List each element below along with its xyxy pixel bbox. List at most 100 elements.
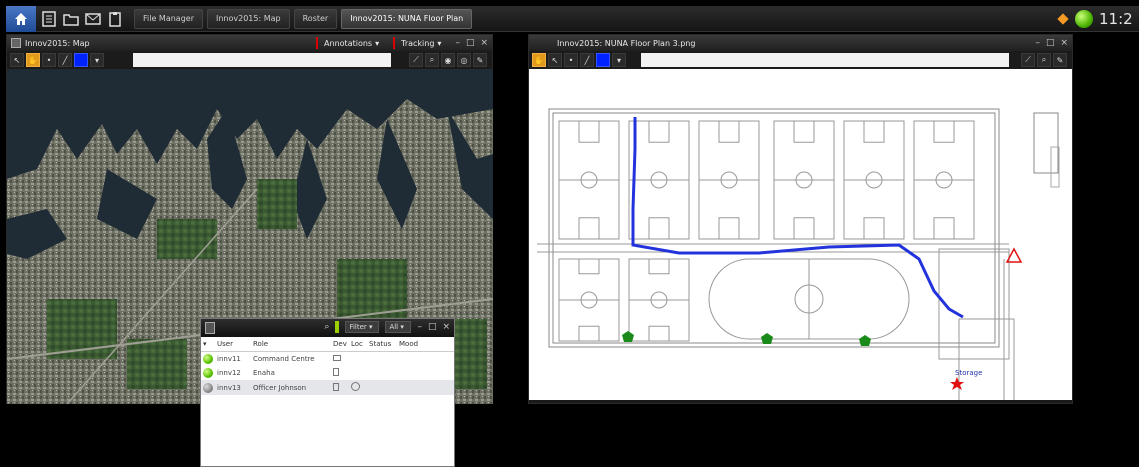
map-window-titlebar[interactable]: Innov2015: Map Annotations▾ Tracking▾ – … bbox=[7, 35, 492, 51]
pointer-icon: ↖ bbox=[13, 55, 21, 65]
measure-tool[interactable]: ⟋ bbox=[1021, 53, 1035, 67]
tab-file-manager[interactable]: File Manager bbox=[134, 8, 203, 29]
col-user[interactable]: User bbox=[215, 337, 251, 352]
folder-button[interactable] bbox=[62, 10, 80, 28]
device-icon bbox=[333, 382, 339, 391]
close-button[interactable]: × bbox=[480, 38, 488, 48]
color-picker-button[interactable]: ▾ bbox=[90, 53, 104, 67]
search-icon[interactable]: ⌕ bbox=[324, 322, 330, 332]
device-icon bbox=[333, 368, 339, 376]
magnifier-icon: ⌕ bbox=[429, 55, 435, 64]
court bbox=[698, 120, 760, 240]
col-dev[interactable]: Dev bbox=[331, 337, 349, 352]
maximize-button[interactable]: □ bbox=[465, 38, 475, 48]
green-person-marker-icon[interactable] bbox=[622, 331, 634, 342]
mail-icon bbox=[85, 12, 101, 25]
taskbar-tabs: File Manager Innov2015: Map Roster Innov… bbox=[134, 6, 476, 31]
globe-tool[interactable]: ◎ bbox=[457, 53, 471, 67]
contacts-icon bbox=[42, 10, 56, 27]
pan-tool[interactable]: ✋ bbox=[26, 53, 40, 67]
roster-titlebar[interactable]: ⌕ Filter ▾ All ▾ – □ × bbox=[201, 319, 454, 337]
dot-tool[interactable]: • bbox=[564, 53, 578, 67]
sort-down-icon: ▾ bbox=[203, 340, 207, 348]
measure-tool[interactable]: ⟋ bbox=[409, 53, 423, 67]
map-window-controls: Annotations▾ Tracking▾ – □ × bbox=[316, 35, 488, 51]
courts bbox=[558, 120, 975, 342]
settings-tool[interactable]: ✎ bbox=[1053, 53, 1067, 67]
minimize-button[interactable]: – bbox=[1035, 38, 1040, 48]
tab-floor-plan[interactable]: Innov2015: NUNA Floor Plan bbox=[341, 8, 473, 29]
pen-icon: ╱ bbox=[62, 55, 68, 65]
minimize-button[interactable]: – bbox=[417, 322, 422, 332]
sort-column[interactable]: ▾ bbox=[201, 337, 215, 352]
annotations-dropdown[interactable]: Annotations▾ bbox=[324, 38, 380, 48]
folder-icon bbox=[63, 13, 79, 26]
col-mood[interactable]: Mood bbox=[397, 337, 454, 352]
hand-icon: ✋ bbox=[534, 55, 544, 65]
court bbox=[843, 120, 905, 240]
table-row[interactable]: innv11 Command Centre bbox=[201, 352, 454, 367]
floor-plan-canvas[interactable]: Storage bbox=[529, 69, 1072, 400]
notification-icon[interactable] bbox=[1057, 13, 1069, 25]
minimize-button[interactable]: – bbox=[455, 38, 460, 48]
settings-tool[interactable]: ✎ bbox=[473, 53, 487, 67]
ruler-icon: ⟋ bbox=[413, 55, 419, 64]
clipboard-icon bbox=[109, 11, 121, 27]
pan-tool[interactable]: ✋ bbox=[532, 53, 546, 67]
table-row[interactable]: innv12 Enaha bbox=[201, 366, 454, 380]
row-role: Officer Johnson bbox=[251, 380, 331, 395]
dot-icon: • bbox=[46, 55, 52, 65]
red-star-marker-icon[interactable] bbox=[950, 377, 964, 390]
col-status[interactable]: Status bbox=[367, 337, 397, 352]
clock: 11:2 bbox=[1099, 10, 1133, 28]
floor-plan-titlebar[interactable]: Innov2015: NUNA Floor Plan 3.png – □ × bbox=[529, 35, 1072, 51]
chevron-down-icon: ▾ bbox=[616, 55, 621, 65]
maximize-button[interactable]: □ bbox=[1045, 38, 1055, 48]
annotations-marker-icon bbox=[316, 37, 319, 49]
mail-button[interactable] bbox=[84, 10, 102, 28]
line-tool[interactable]: ╱ bbox=[58, 53, 72, 67]
chevron-down-icon: ▾ bbox=[369, 323, 373, 331]
color-swatch[interactable] bbox=[74, 53, 88, 67]
color-picker-button[interactable]: ▾ bbox=[612, 53, 626, 67]
clipboard-button[interactable] bbox=[106, 10, 124, 28]
home-button[interactable] bbox=[6, 5, 36, 32]
map-window-title: Innov2015: Map bbox=[25, 38, 90, 48]
close-button[interactable]: × bbox=[1060, 38, 1068, 48]
filter-dropdown[interactable]: Filter ▾ bbox=[345, 321, 380, 333]
court bbox=[628, 120, 690, 240]
green-person-marker-icon[interactable] bbox=[761, 333, 773, 344]
alert-triangle-icon[interactable] bbox=[1005, 247, 1023, 263]
taskbar: File Manager Innov2015: Map Roster Innov… bbox=[6, 5, 1139, 32]
court bbox=[628, 258, 690, 342]
floor-plan-drawing: Storage bbox=[537, 108, 1060, 400]
green-person-marker-icon[interactable] bbox=[859, 335, 871, 346]
table-row[interactable]: innv13 Officer Johnson bbox=[201, 380, 454, 395]
connection-status-icon[interactable] bbox=[1075, 10, 1093, 28]
maximize-button[interactable]: □ bbox=[427, 322, 437, 332]
roster-table: ▾ User Role Dev Loc Status Mood innv11 C… bbox=[201, 337, 454, 395]
line-tool[interactable]: ╱ bbox=[580, 53, 594, 67]
court bbox=[558, 120, 620, 240]
zoom-tool[interactable]: ⌕ bbox=[1037, 53, 1051, 67]
all-dropdown[interactable]: All ▾ bbox=[385, 321, 412, 333]
row-role: Enaha bbox=[253, 369, 275, 377]
zoom-tool[interactable]: ⌕ bbox=[425, 53, 439, 67]
row-user: innv11 bbox=[217, 355, 241, 363]
tab-map[interactable]: Innov2015: Map bbox=[207, 8, 290, 29]
globe-icon: ◎ bbox=[460, 55, 468, 65]
contacts-button[interactable] bbox=[40, 10, 58, 28]
pointer-tool[interactable]: ↖ bbox=[10, 53, 24, 67]
pointer-tool[interactable]: ↖ bbox=[548, 53, 562, 67]
color-swatch[interactable] bbox=[596, 53, 610, 67]
map-toolbar: ↖ ✋ • ╱ ▾ ⟋ ⌕ ◉ ◎ ✎ bbox=[7, 51, 492, 69]
tracking-dropdown[interactable]: Tracking▾ bbox=[401, 38, 442, 48]
floor-plan-toolbar: ✋ ↖ • ╱ ▾ ⟋ ⌕ ✎ bbox=[529, 51, 1072, 69]
status-offline-icon bbox=[203, 382, 213, 393]
dot-tool[interactable]: • bbox=[42, 53, 56, 67]
col-loc[interactable]: Loc bbox=[349, 337, 367, 352]
close-button[interactable]: × bbox=[442, 322, 450, 332]
tab-roster[interactable]: Roster bbox=[293, 8, 338, 29]
locate-tool[interactable]: ◉ bbox=[441, 53, 455, 67]
col-role[interactable]: Role bbox=[251, 337, 331, 352]
